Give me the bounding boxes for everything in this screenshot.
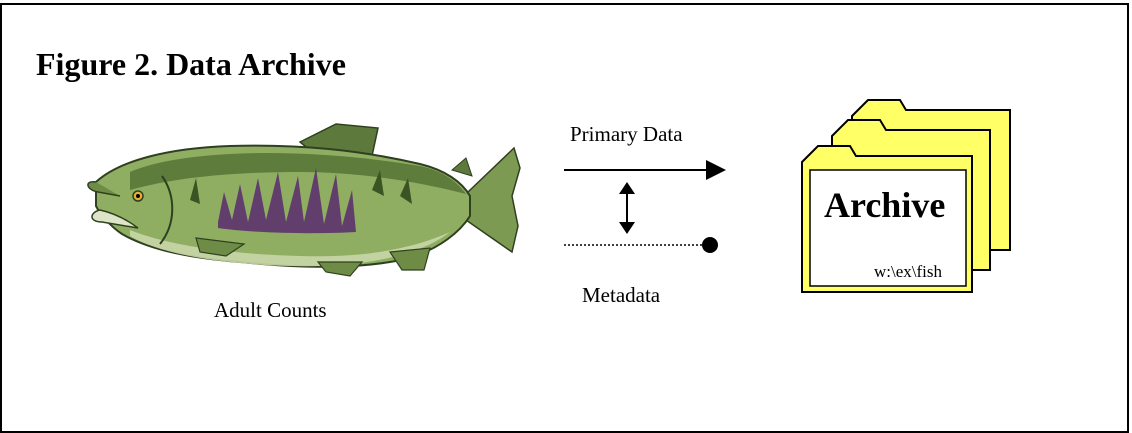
figure-title: Figure 2. Data Archive bbox=[36, 46, 346, 82]
folder-stack-icon bbox=[801, 99, 1011, 293]
adult-counts-label: Adult Counts bbox=[214, 298, 327, 322]
archive-label: Archive bbox=[824, 185, 946, 225]
link-double-arrow-icon bbox=[619, 182, 635, 234]
archive-path: w:\ex\fish bbox=[874, 262, 942, 281]
primary-data-label: Primary Data bbox=[570, 122, 683, 146]
salmon-icon bbox=[87, 123, 521, 277]
diagram-canvas bbox=[87, 99, 1011, 293]
metadata-connector bbox=[564, 237, 718, 253]
metadata-label: Metadata bbox=[582, 283, 661, 307]
primary-data-arrow bbox=[564, 160, 726, 180]
